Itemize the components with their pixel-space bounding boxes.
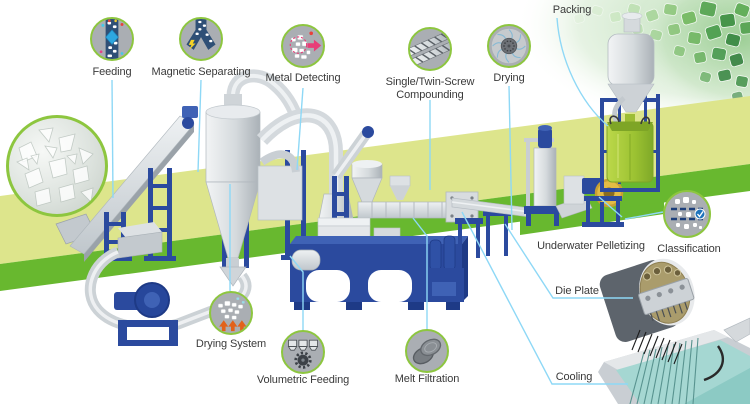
drying-system-callout-circle xyxy=(209,291,253,335)
extruder xyxy=(317,126,479,247)
filter-screens-icon xyxy=(412,338,442,365)
feeding-conveyor xyxy=(55,106,198,262)
strand-water-slide xyxy=(451,197,531,258)
cyclone-separator xyxy=(205,69,305,287)
metal-detecting-label: Metal Detecting xyxy=(265,72,341,84)
hot-air-flakes-icon xyxy=(218,297,247,332)
classification-callout-circle xyxy=(663,190,711,238)
cooling-label: Cooling xyxy=(555,371,593,383)
magnetic-separating-label: Magnetic Separating xyxy=(151,66,251,78)
plastic-flakes-icon xyxy=(16,127,94,207)
packing-label: Packing xyxy=(552,4,592,16)
volumetric-feeding-label: Volumetric Feeding xyxy=(256,374,350,386)
drying-callout-circle xyxy=(487,24,531,68)
metal-detecting-callout-circle xyxy=(281,24,325,68)
magnetic-separating-callout-circle xyxy=(179,17,223,61)
die-plate-detail xyxy=(599,258,695,342)
packing-station xyxy=(600,12,660,192)
underwater-pelletizer xyxy=(555,175,624,227)
dosing-hoppers-icon xyxy=(287,339,319,369)
compounding-label: Single/Twin-Screw Compounding xyxy=(385,76,475,101)
feeding-label: Feeding xyxy=(92,66,132,78)
compounding-callout-circle xyxy=(408,27,452,71)
extruder-base xyxy=(290,235,468,310)
classification-label: Classification xyxy=(657,243,721,255)
callout-lines xyxy=(111,17,664,385)
melt-filtration-label: Melt Filtration xyxy=(394,373,460,385)
drying-label: Drying xyxy=(493,72,525,84)
drying-system-label: Drying System xyxy=(195,338,267,350)
dewatering-dryer xyxy=(524,125,562,226)
melt-filtration-callout-circle xyxy=(405,329,449,373)
raw-flakes-photo-circle xyxy=(6,115,108,217)
metal-detect-icon xyxy=(289,31,322,59)
magnet-separator-icon xyxy=(186,19,216,50)
feeding-callout-circle xyxy=(90,17,134,61)
volumetric-feeding-callout-circle xyxy=(281,330,325,374)
twin-screw-icon xyxy=(410,30,450,68)
underwater-pelletizing-label: Underwater Pelletizing xyxy=(537,240,645,252)
centrifugal-dryer-icon xyxy=(491,28,527,64)
sieve-check-icon xyxy=(671,197,706,229)
feeding-flakes-icon xyxy=(99,19,124,59)
die-plate-label: Die Plate xyxy=(555,285,599,297)
cooling-tank-detail xyxy=(598,317,750,404)
